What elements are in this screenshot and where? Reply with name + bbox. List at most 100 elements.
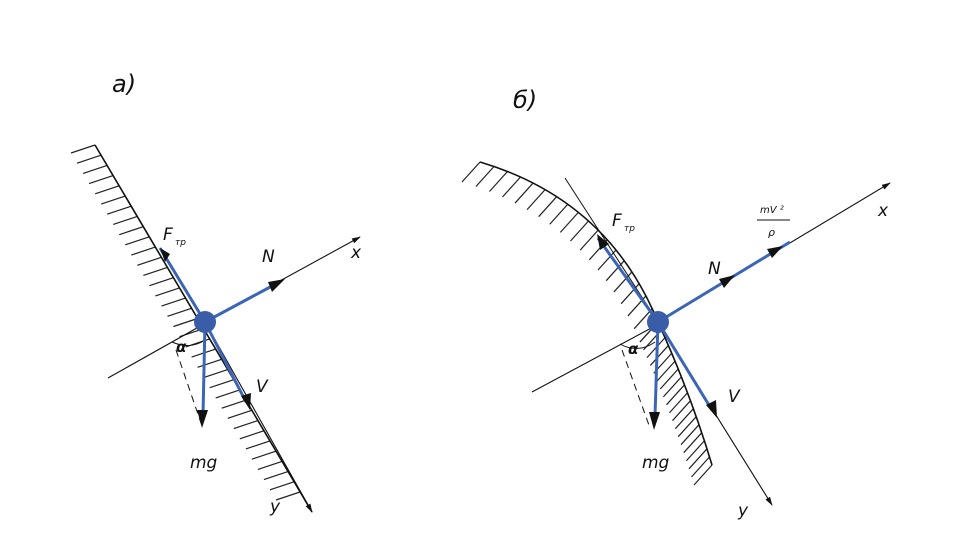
velocity-vector-a [203,321,248,403]
friction-label-b: F [612,211,622,231]
gravity-label-a: mg [190,453,218,473]
friction-label-a: F [163,225,173,245]
body-b [647,311,669,333]
centripetal-arrowhead-b [767,246,783,258]
velocity-arrowhead-a [241,393,251,410]
hatch-line [106,205,132,215]
normal-arrowhead-a [268,279,285,292]
hatch-line [227,409,252,419]
friction-vector-b [596,237,660,323]
hatch-line [257,460,283,470]
hatch-line [215,389,240,399]
centripetal-denominator-b: ρ [768,226,775,239]
body-a [194,311,216,333]
panel-b: б) F тр N mV ² ρ [461,86,891,521]
hatch-line [526,189,546,210]
horizontal-line-a [107,323,205,379]
hatch-line [167,307,192,317]
hatch-line [275,491,301,501]
normal-label-a: N [262,247,275,267]
velocity-label-a: V [256,377,269,397]
hatch-line [597,249,617,271]
incline-hatching-a [70,144,301,501]
hatch-line [100,195,126,205]
hatch-line [113,215,138,226]
hatch-line [173,317,198,328]
hatch-line [263,471,289,481]
hatch-line [203,368,228,379]
hatch-line [693,464,713,486]
hatch-line [119,226,144,236]
hatch-line [76,154,102,164]
panel-a: а) F тр N x V mg y α [70,70,362,517]
curved-surface-b [479,161,713,466]
hatch-line [538,196,558,218]
hatch-line [269,481,295,491]
hatch-line [649,345,669,366]
hatch-line [666,384,685,406]
friction-sub-b: тр [624,224,635,234]
angle-arc-a [171,339,206,346]
velocity-vector-b [656,321,714,411]
friction-vector-a [158,247,207,323]
hatch-line [125,236,150,246]
dashed-line-a [175,349,203,427]
hatch-line [677,416,697,438]
hatch-line [613,271,633,293]
friction-sub-a: тр [175,238,186,248]
y-axis-label-a: y [269,497,281,517]
hatch-line [221,399,246,409]
hatch-line [489,171,508,192]
friction-arrowhead-a [160,248,170,262]
hatch-line [149,277,174,287]
gravity-arrowhead-a [197,410,208,428]
hatch-line [672,400,691,422]
hatch-line [688,448,708,470]
hatch-line [514,182,534,204]
hatch-line [251,450,277,460]
horizontal-line-b [531,325,656,393]
hatch-line [131,246,156,256]
gravity-vector-a [201,321,207,417]
hatch-line [559,211,579,233]
hatch-line [656,360,676,382]
hatch-line [680,424,700,446]
panel-b-label: б) [513,86,537,114]
hatch-line [674,408,694,430]
friction-arrowhead-b [597,234,609,250]
hatch-line [669,392,688,414]
hatch-line [659,368,679,390]
hatch-line [620,283,640,305]
hatch-line [683,432,703,454]
normal-label-b: N [708,259,721,279]
curve-hatching-b [461,161,713,486]
hatch-line [605,260,625,282]
hatch-line [94,185,120,195]
hatch-line [662,376,682,398]
hatch-line [209,379,234,389]
angle-label-b: α [628,340,639,358]
hatch-line [549,203,569,225]
y-axis-label-b: y [737,501,749,521]
angle-label-a: α [176,338,187,356]
hatch-line [579,229,599,251]
gravity-label-b: mg [642,453,670,473]
hatch-line [161,297,186,307]
hatch-line [475,166,495,187]
hatch-line [239,430,265,440]
hatch-line [70,144,96,154]
panel-a-label: а) [112,70,136,98]
hatch-line [137,256,162,266]
hatch-line [691,456,710,478]
hatch-line [143,266,168,277]
gravity-arrowhead-b [649,412,660,430]
hatch-line [245,440,271,450]
gravity-vector-b [653,321,660,417]
velocity-arrowhead-b [706,400,717,418]
hatch-line [88,175,114,185]
hatch-line [82,164,108,174]
hatch-line [233,419,258,430]
hatch-line [197,358,222,368]
